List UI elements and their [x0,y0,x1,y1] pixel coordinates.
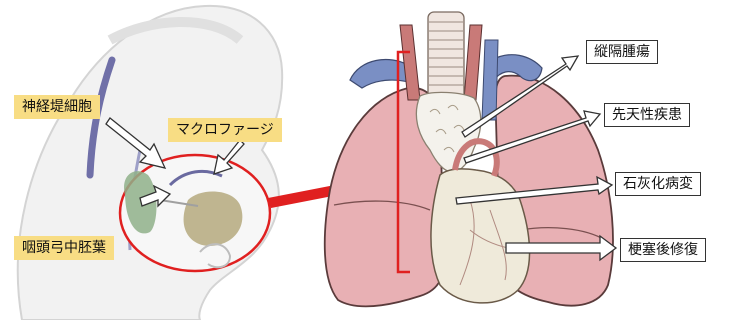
heart [431,169,530,303]
label-macrophage: マクロファージ [168,118,282,142]
label-calcified-lesion: 石灰化病変 [615,172,701,196]
vena-cava [482,40,498,120]
label-neural-crest-cells: 神経堤細胞 [14,95,100,119]
label-mediastinal-tumor: 縦隔腫瘍 [586,40,658,64]
label-post-infarct-repair: 梗塞後修復 [620,238,706,262]
label-pharyngeal-mesoderm: 咽頭弓中胚葉 [14,236,114,260]
trachea [428,12,464,100]
label-congenital-disease: 先天性疾患 [604,103,690,127]
carotid-artery-right [464,25,482,100]
embryo-illustration [18,6,282,320]
